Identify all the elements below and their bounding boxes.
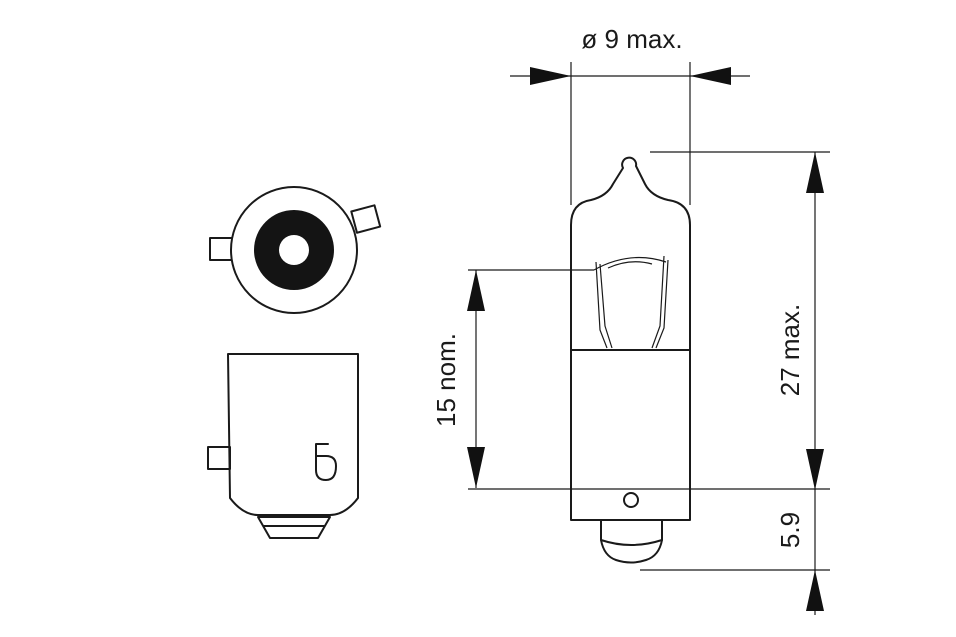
dimension-diameter: ø 9 max. (510, 24, 750, 205)
dimension-base-contact-label: 5.9 (775, 512, 805, 548)
bulb-profile (570, 156, 691, 564)
dimension-light-center: 15 nom. (431, 269, 594, 488)
dimension-light-center-label: 15 nom. (431, 333, 461, 427)
base-side-view (207, 353, 359, 539)
dimension-diameter-label: ø 9 max. (581, 24, 682, 54)
dimension-base-contact: 5.9 (468, 488, 830, 615)
dimension-overall-length: 27 max. (650, 151, 830, 490)
base-end-view (209, 186, 382, 314)
filament (593, 255, 669, 349)
dimension-overall-length-label: 27 max. (775, 304, 805, 397)
